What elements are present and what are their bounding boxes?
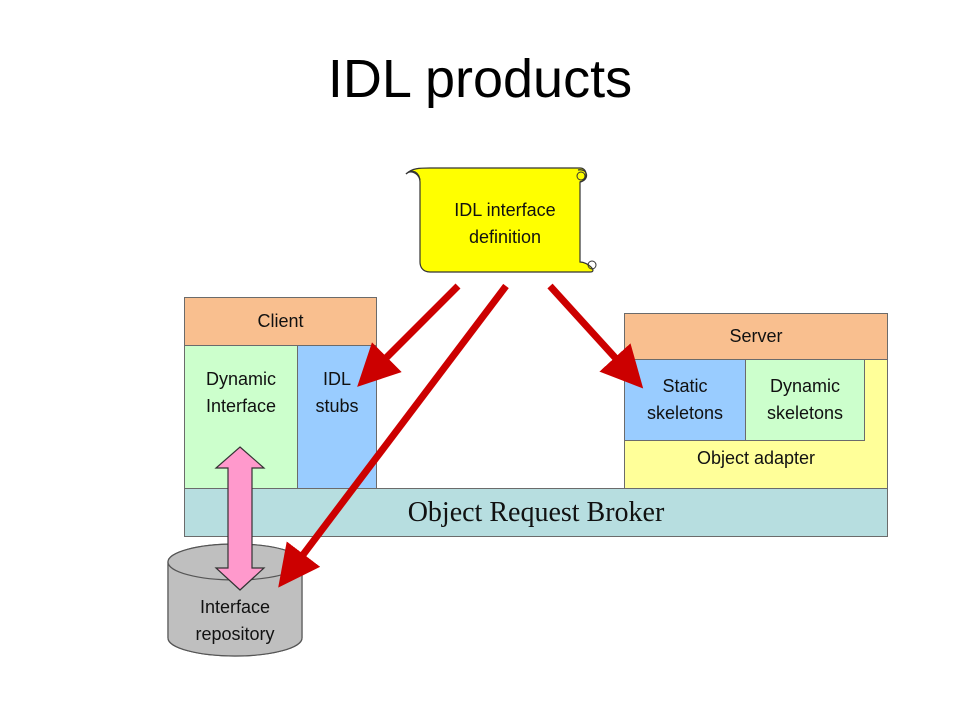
dynamic-skeletons-box: Dynamic skeletons [745,359,865,441]
object-request-broker-bar: Object Request Broker [184,488,888,537]
slide-title: IDL products [327,49,633,109]
static-skeletons-box: Static skeletons [624,359,746,441]
client-header: Client [184,297,377,346]
server-header: Server [624,313,888,360]
idl-interface-scroll [405,167,597,273]
interface-repository-label: Interface repository [195,597,275,644]
idl-interface-definition-label: IDL interface definition [454,200,556,247]
dynamic-interface-box: Dynamic Interface [184,345,298,489]
object-adapter-label: Object adapter [696,448,816,468]
idl-stubs-box: IDL stubs [297,345,377,489]
